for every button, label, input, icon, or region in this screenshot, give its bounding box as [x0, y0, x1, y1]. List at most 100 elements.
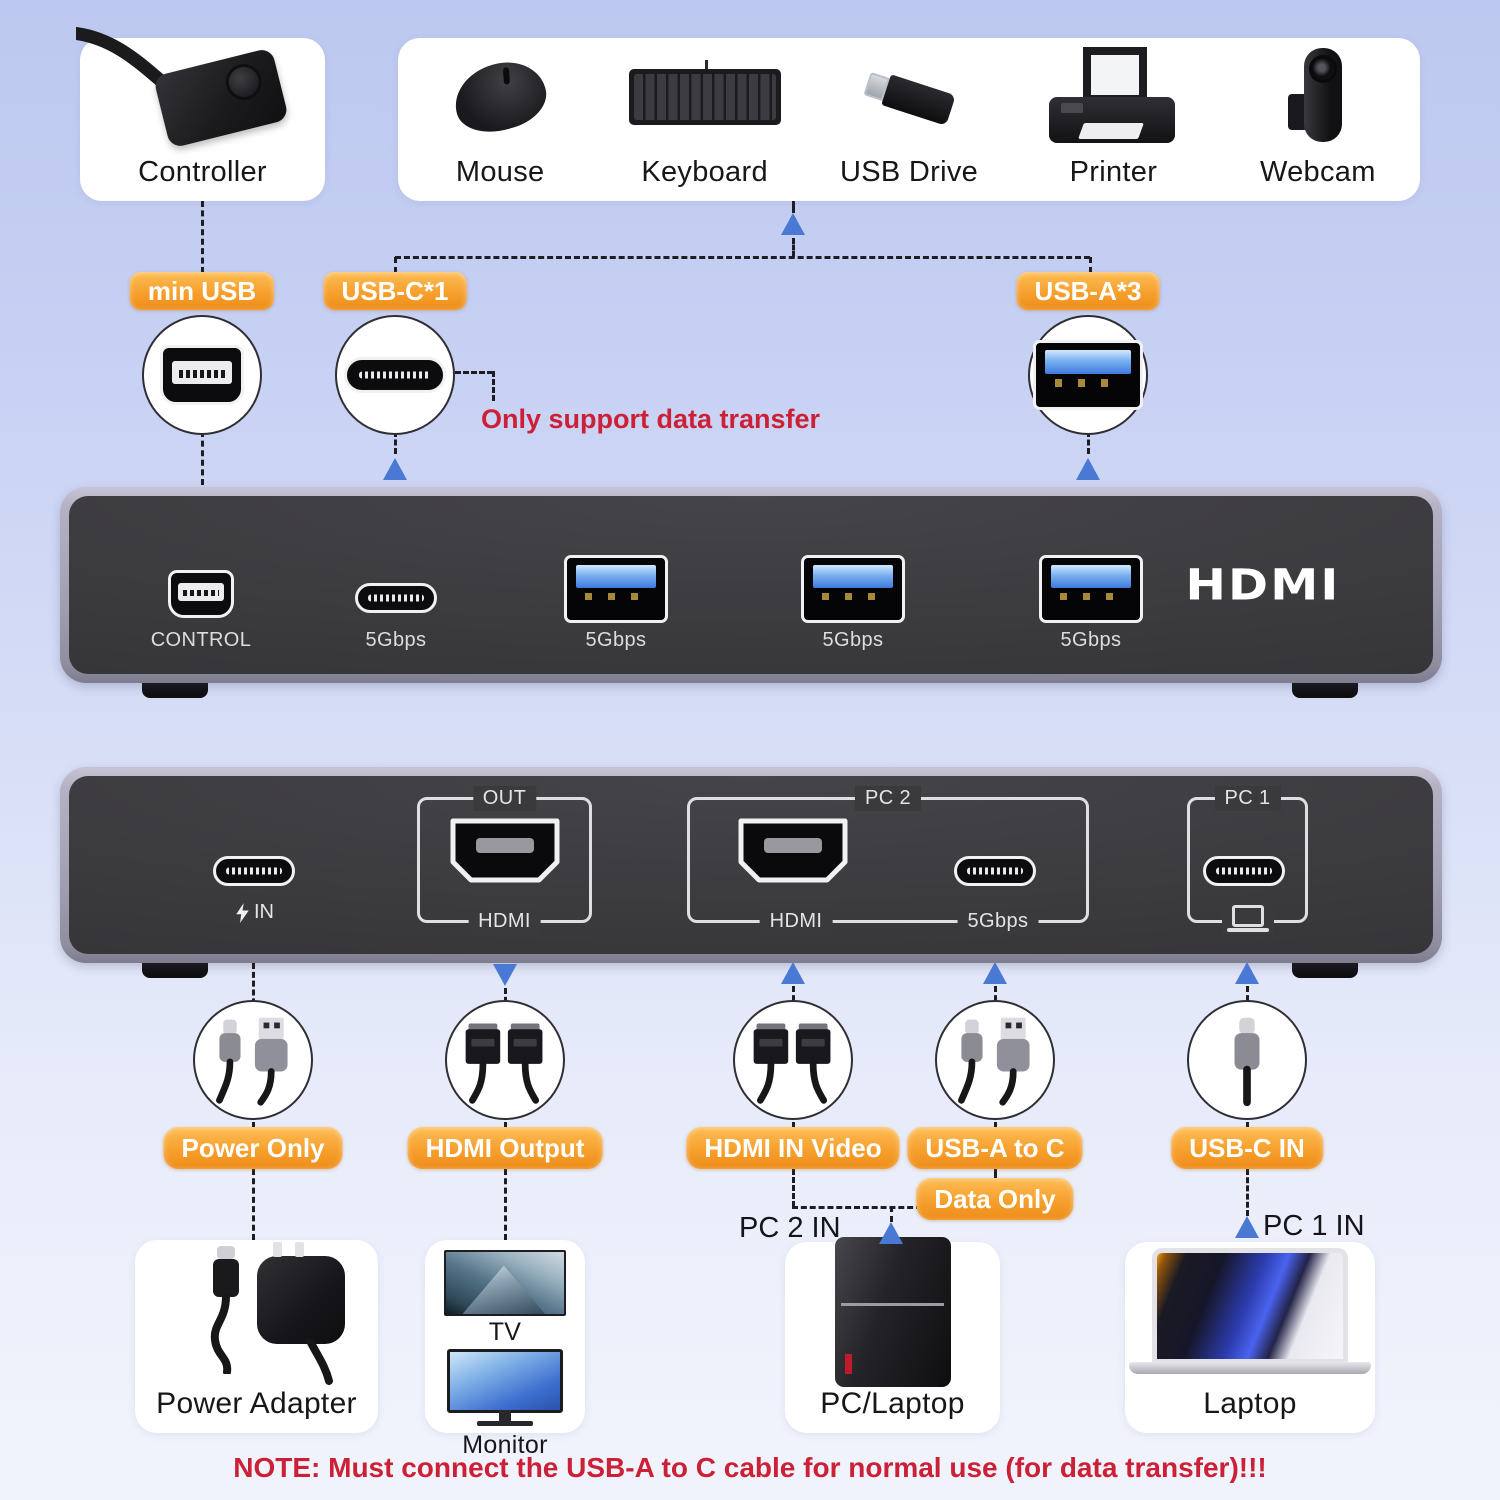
power-adapter-image: [153, 1241, 361, 1385]
front-usba-label-2: 5Gbps: [822, 629, 884, 651]
mouse-label: Mouse: [455, 156, 545, 188]
usb-a-badge: USB-A*3: [1016, 272, 1160, 310]
webcam-icon: [1286, 48, 1350, 146]
adapter-cable: [210, 1293, 231, 1374]
hub-front-panel: CONTROL 5Gbps 5Gbps 5Gbps 5Gbps HDMI: [60, 487, 1442, 683]
usbatoc-to-dataonly-line: [994, 1169, 997, 1180]
control-port: [168, 570, 234, 618]
usb-c-port-icon: [344, 357, 446, 393]
pc2-usbc-port: [954, 856, 1036, 886]
mini-usb-port-circle: [142, 315, 262, 435]
pc2-hdmi-port: [738, 818, 848, 883]
usb-c-and-a-cable-icon: [958, 1017, 1030, 1106]
pc2-group-top-label: PC 2: [854, 786, 922, 811]
tv-image: [444, 1250, 566, 1316]
usb-c-in-badge: USB-C IN: [1171, 1127, 1323, 1169]
laptop-port-icon: [1226, 905, 1269, 932]
hdmi-output-cable-circle: [445, 1000, 565, 1120]
footer-note: NOTE: Must connect the USB-A to C cable …: [233, 1452, 1267, 1483]
tv-monitor-card: TV Monitor: [425, 1240, 585, 1459]
arrow-up-usbc: [383, 458, 407, 480]
power-cable-circle: [193, 1000, 313, 1120]
hdmi-cable-pair-icon: [753, 1023, 831, 1104]
out-group-bottom-label: HDMI: [468, 909, 541, 934]
arrow-down-hdmi-out: [493, 964, 517, 986]
pc-card: PC/Laptop: [785, 1237, 1000, 1433]
monitor-label: Monitor: [462, 1431, 548, 1459]
peripheral-mouse: Mouse: [398, 38, 602, 201]
laptop-label: Laptop: [1203, 1387, 1297, 1420]
usb-c-and-a-cable-icon: [216, 1017, 288, 1106]
hdmi-in-video-badge: HDMI IN Video: [686, 1127, 900, 1169]
note-connector-h: [455, 371, 493, 374]
front-usbc-port: [355, 583, 437, 613]
power-in-port: [213, 856, 295, 886]
out-group-top-label: OUT: [472, 786, 537, 811]
mouse-icon: [446, 52, 554, 142]
power-to-adapter-line: [252, 1169, 255, 1240]
hub-back-panel: IN OUT HDMI PC 2 HDMI 5Gbps: [60, 767, 1442, 963]
usb-a-port-icon: [1033, 340, 1143, 410]
front-usbc-label: 5Gbps: [365, 629, 427, 651]
usbcin-to-pc1-line: [1246, 1169, 1249, 1216]
arrow-up-pc2-in: [879, 1222, 903, 1244]
peripheral-keyboard: Keyboard: [602, 38, 806, 201]
hdmi-out-group: OUT HDMI: [417, 786, 592, 934]
tv-label: TV: [488, 1318, 522, 1346]
hub-front-faceplate: CONTROL 5Gbps 5Gbps 5Gbps 5Gbps HDMI: [69, 496, 1433, 674]
peripherals-line-a: [792, 201, 795, 213]
pc1-in-label: PC 1 IN: [1263, 1210, 1365, 1242]
hdmi-in-cable-circle: [733, 1000, 853, 1120]
keyboard-label: Keyboard: [641, 156, 768, 188]
usb-drive-label: USB Drive: [839, 156, 979, 188]
hdmi-logo: HDMI: [1185, 560, 1341, 610]
data-only-badge: Data Only: [916, 1178, 1074, 1220]
hub-back-faceplate: IN OUT HDMI PC 2 HDMI 5Gbps: [69, 776, 1433, 954]
arrow-up-hdmi-in: [781, 962, 805, 984]
peripheral-webcam: Webcam: [1216, 38, 1420, 201]
lightning-icon: [236, 902, 249, 923]
power-in-label: IN: [236, 901, 274, 924]
adapter-cable-2: [304, 1338, 333, 1385]
data-only-connector-h: [792, 1206, 922, 1209]
arrow-up-usb-atoc: [983, 962, 1007, 984]
usbc-to-hub-line: [394, 431, 397, 454]
controller-button: [221, 60, 266, 104]
peripherals-card: Mouse Keyboard USB Drive Printer Webcam: [398, 38, 1420, 201]
pc1-group: PC 1: [1187, 786, 1308, 934]
split-left-drop: [394, 257, 397, 273]
pc1-laptop-chip: [1221, 902, 1274, 934]
usb-a-port-circle: [1028, 315, 1148, 435]
pc-tower-image: [834, 1237, 951, 1387]
pc2-hdmi-label: HDMI: [759, 909, 833, 934]
usb-drive-icon: [862, 68, 956, 126]
front-usba-port-2: [801, 555, 905, 623]
controller-to-minusb-line: [201, 201, 204, 273]
printer-icon: [1047, 47, 1179, 147]
controller-image: [75, 27, 308, 151]
pc2-in-label: PC 2 IN: [739, 1212, 841, 1244]
printer-label: Printer: [1069, 156, 1158, 188]
laptop-card: Laptop: [1125, 1242, 1375, 1433]
front-usba-port-1: [564, 555, 668, 623]
control-port-label: CONTROL: [150, 629, 252, 651]
peripheral-printer: Printer: [1011, 38, 1215, 201]
hdmiout-to-monitor-line: [504, 1169, 507, 1240]
split-right-drop: [1089, 257, 1092, 273]
usb-c-port-circle: [335, 315, 455, 435]
min-usb-badge: min USB: [129, 272, 275, 310]
pc1-usbc-port: [1203, 856, 1285, 886]
minusb-to-hub-line: [201, 431, 204, 485]
usb-a-to-c-cable-circle: [935, 1000, 1055, 1120]
keyboard-icon: [628, 60, 781, 125]
webcam-label: Webcam: [1259, 156, 1376, 188]
hdmi-out-port: [450, 818, 560, 883]
pc2-group: PC 2 HDMI 5Gbps: [687, 786, 1089, 934]
usb-a-to-c-badge: USB-A to C: [907, 1127, 1083, 1169]
hdmiin-drop-line: [792, 1169, 795, 1207]
controller-card: Controller: [75, 27, 325, 201]
arrow-up-peripherals: [781, 213, 805, 235]
peripheral-usb-drive: USB Drive: [807, 38, 1011, 201]
arrow-up-usbc-in: [1235, 962, 1259, 984]
